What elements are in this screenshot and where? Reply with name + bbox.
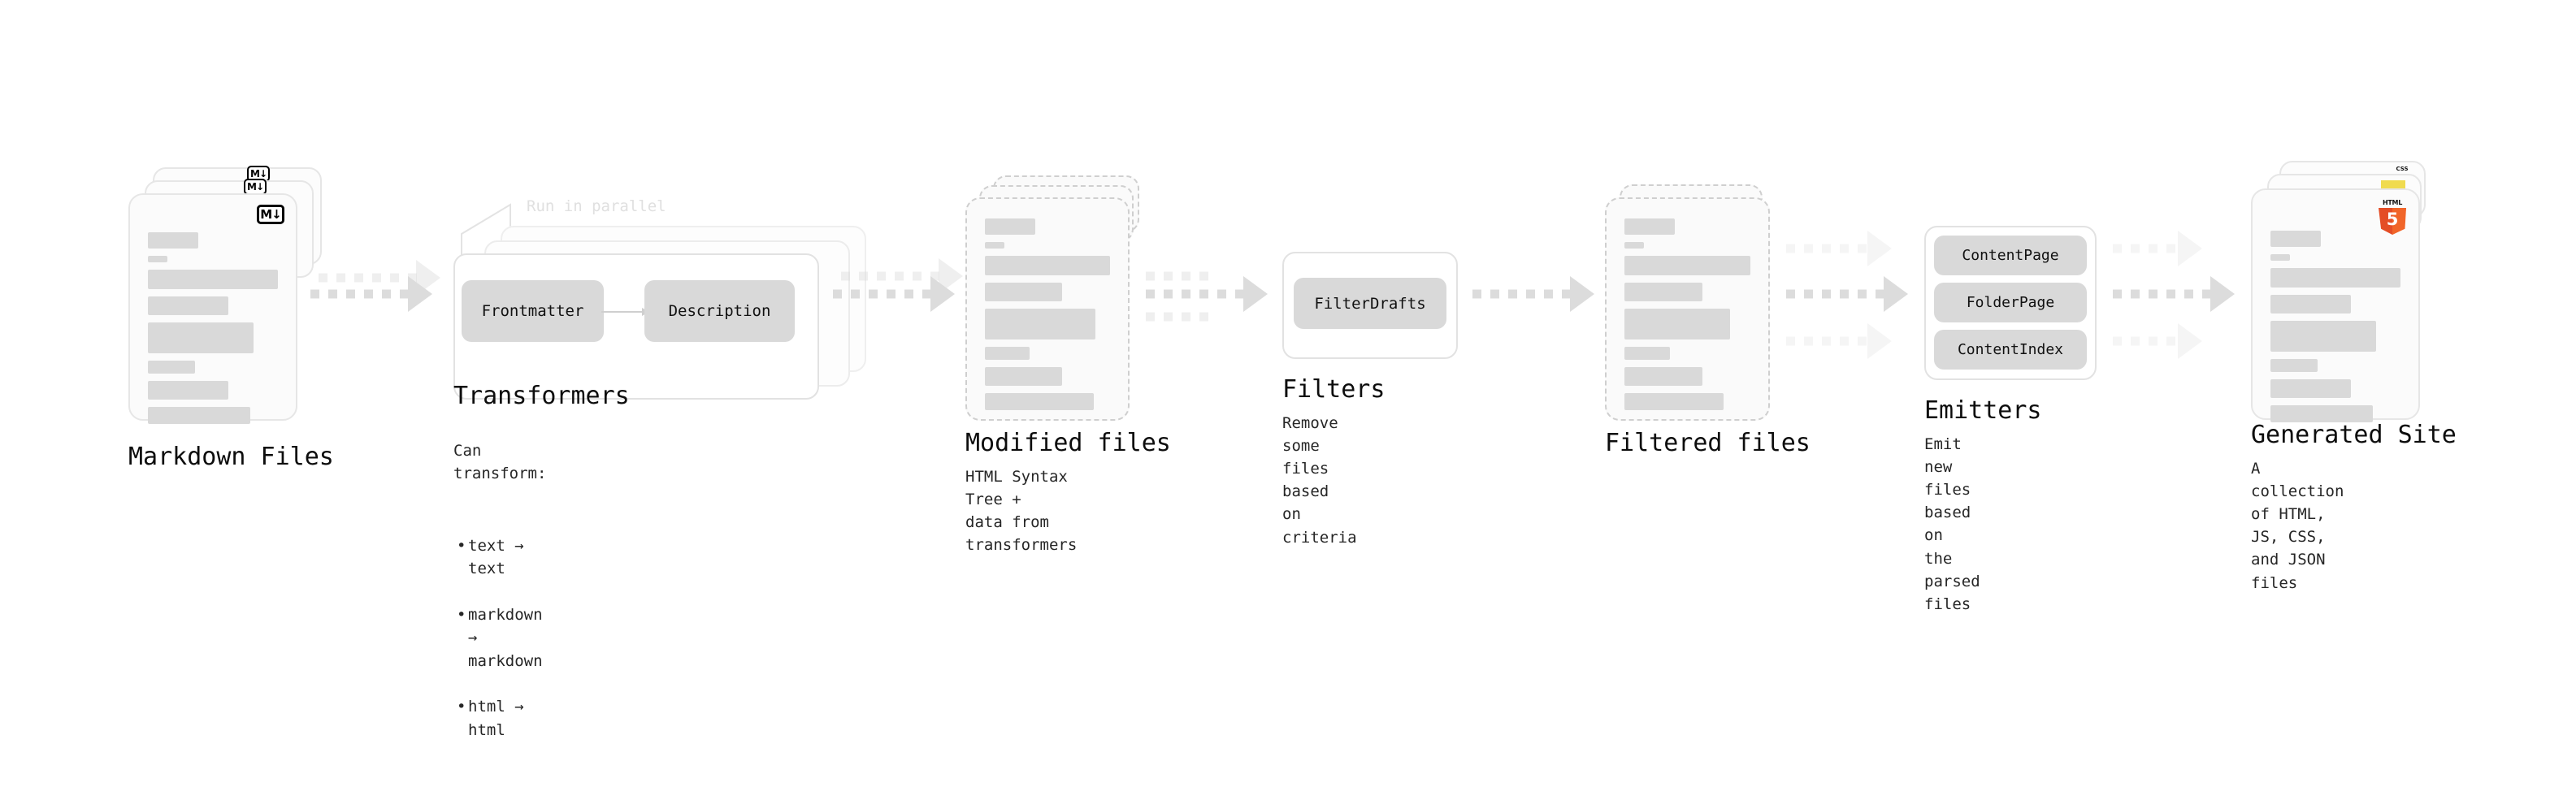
stage-desc-transformers: Can transform: text → text markdown → ma…: [453, 417, 546, 787]
transformers-desc-heading: Can transform:: [453, 442, 547, 483]
markdown-badge-back-2: M↓: [247, 166, 270, 182]
file-placeholder-lines: [148, 232, 278, 424]
pipeline-diagram: M↓ M↓ M↓ Markdown Files: [0, 0, 2576, 681]
markdown-icon: M↓: [247, 166, 270, 182]
placeholder-bar: [148, 270, 278, 289]
markdown-icon: M↓: [257, 205, 284, 224]
arrow-modified-to-filters-upper: [1146, 258, 1251, 294]
placeholder-bar: [148, 322, 254, 353]
placeholder-bar: [148, 381, 229, 400]
list-item: text → text: [457, 534, 546, 581]
placeholder-bar: [985, 393, 1094, 410]
html5-icon-shield-inner: [2392, 208, 2406, 235]
arrow-modified-to-filters-lower: [1146, 299, 1251, 335]
html5-icon-tag: HTML: [2382, 199, 2402, 206]
placeholder-bar: [148, 256, 167, 262]
placeholder-bar: [985, 242, 1004, 249]
file-placeholder-lines: [2270, 231, 2400, 422]
placeholder-bar: [1624, 242, 1644, 249]
run-in-parallel-label: Run in parallel: [527, 197, 666, 215]
stage-title-modified-files: Modified files: [965, 429, 1171, 457]
stage-title-markdown-files: Markdown Files: [128, 443, 334, 471]
modified-file-card-front: [965, 197, 1130, 421]
file-placeholder-lines: [985, 218, 1110, 410]
filtered-file-card-front: [1605, 197, 1770, 421]
emitter-chip-contentindex[interactable]: ContentIndex: [1934, 330, 2087, 370]
transformers-capability-list: text → text markdown → markdown html → h…: [453, 511, 546, 764]
stage-title-generated-site: Generated Site: [2251, 421, 2457, 449]
css-icon-label: CSS: [2396, 166, 2409, 172]
arrow-filtered-to-emitters-top: [1786, 231, 1908, 266]
placeholder-bar: [148, 361, 195, 374]
placeholder-bar: [148, 407, 251, 424]
stage-title-filtered-files: Filtered files: [1605, 429, 1811, 457]
placeholder-bar: [1624, 367, 1703, 386]
placeholder-bar: [148, 296, 229, 315]
arrow-filtered-to-emitters-mid: [1786, 276, 1908, 312]
placeholder-bar: [1624, 218, 1675, 235]
placeholder-bar: [1624, 347, 1670, 360]
arrow-markdown-to-transformers: [310, 276, 432, 312]
placeholder-bar: [2270, 359, 2318, 372]
placeholder-bar: [2270, 379, 2352, 398]
placeholder-bar: [2270, 268, 2400, 288]
transformer-chip-frontmatter[interactable]: Frontmatter: [462, 280, 604, 342]
placeholder-bar: [2270, 231, 2321, 247]
placeholder-bar: [1624, 309, 1731, 339]
arrow-emitters-to-site-bottom: [2113, 323, 2235, 359]
placeholder-bar: [985, 367, 1063, 386]
stage-title-emitters: Emitters: [1924, 396, 2042, 425]
filter-chip-filterdrafts[interactable]: FilterDrafts: [1294, 278, 1446, 329]
arrow-filtered-to-emitters-bottom: [1786, 323, 1908, 359]
placeholder-bar: [1624, 393, 1724, 410]
stage-desc-generated-site: A collection of HTML, JS, CSS, and JSON …: [2251, 460, 2344, 592]
placeholder-bar: [985, 347, 1030, 360]
html5-icon-number: 5: [2386, 210, 2399, 229]
arrow-transformers-to-modified: [833, 276, 955, 312]
placeholder-bar: [2270, 405, 2374, 422]
html5-icon: HTML 5: [2378, 199, 2407, 235]
emitter-chip-folderpage[interactable]: FolderPage: [1934, 283, 2087, 322]
markdown-file-card-front: M↓: [128, 193, 297, 424]
site-file-card-front: HTML 5: [2251, 188, 2420, 422]
markdown-icon: M↓: [244, 179, 267, 195]
transformer-chip-description[interactable]: Description: [644, 280, 795, 342]
stage-desc-modified-files: HTML Syntax Tree + data from transformer…: [965, 468, 1078, 555]
transformer-inner-arrow: [601, 308, 649, 316]
placeholder-bar: [2270, 295, 2352, 314]
arrow-emitters-to-site-mid: [2113, 276, 2235, 312]
placeholder-bar: [985, 309, 1095, 339]
placeholder-bar: [148, 232, 198, 249]
stage-title-filters: Filters: [1282, 375, 1386, 404]
markdown-badge-front: M↓: [257, 205, 284, 224]
arrow-transformers-to-modified-ghost: [841, 258, 963, 294]
run-in-parallel-bracket: [461, 203, 511, 262]
emitter-chip-contentpage[interactable]: ContentPage: [1934, 236, 2087, 275]
stage-desc-emitters: Emit new files based on the parsed files: [1924, 435, 1980, 613]
list-item: markdown → markdown: [457, 603, 546, 673]
placeholder-bar: [2270, 254, 2290, 261]
arrow-modified-to-filters: [1146, 276, 1268, 312]
arrow-emitters-to-site-top: [2113, 231, 2235, 266]
placeholder-bar: [1624, 283, 1703, 301]
placeholder-bar: [985, 256, 1110, 275]
markdown-badge-back-1: M↓: [244, 179, 267, 195]
list-item: html → html: [457, 695, 546, 742]
file-placeholder-lines: [1624, 218, 1750, 410]
stage-title-transformers: Transformers: [453, 382, 630, 410]
stage-desc-filters: Remove some files based on criteria: [1282, 414, 1357, 547]
placeholder-bar: [2270, 321, 2376, 352]
html5-file-badge: HTML 5: [2378, 199, 2407, 235]
placeholder-bar: [985, 218, 1035, 235]
arrow-markdown-to-transformers-ghost: [319, 260, 440, 296]
placeholder-bar: [985, 283, 1063, 301]
placeholder-bar: [1624, 256, 1750, 275]
arrow-filters-to-filtered: [1472, 276, 1594, 312]
